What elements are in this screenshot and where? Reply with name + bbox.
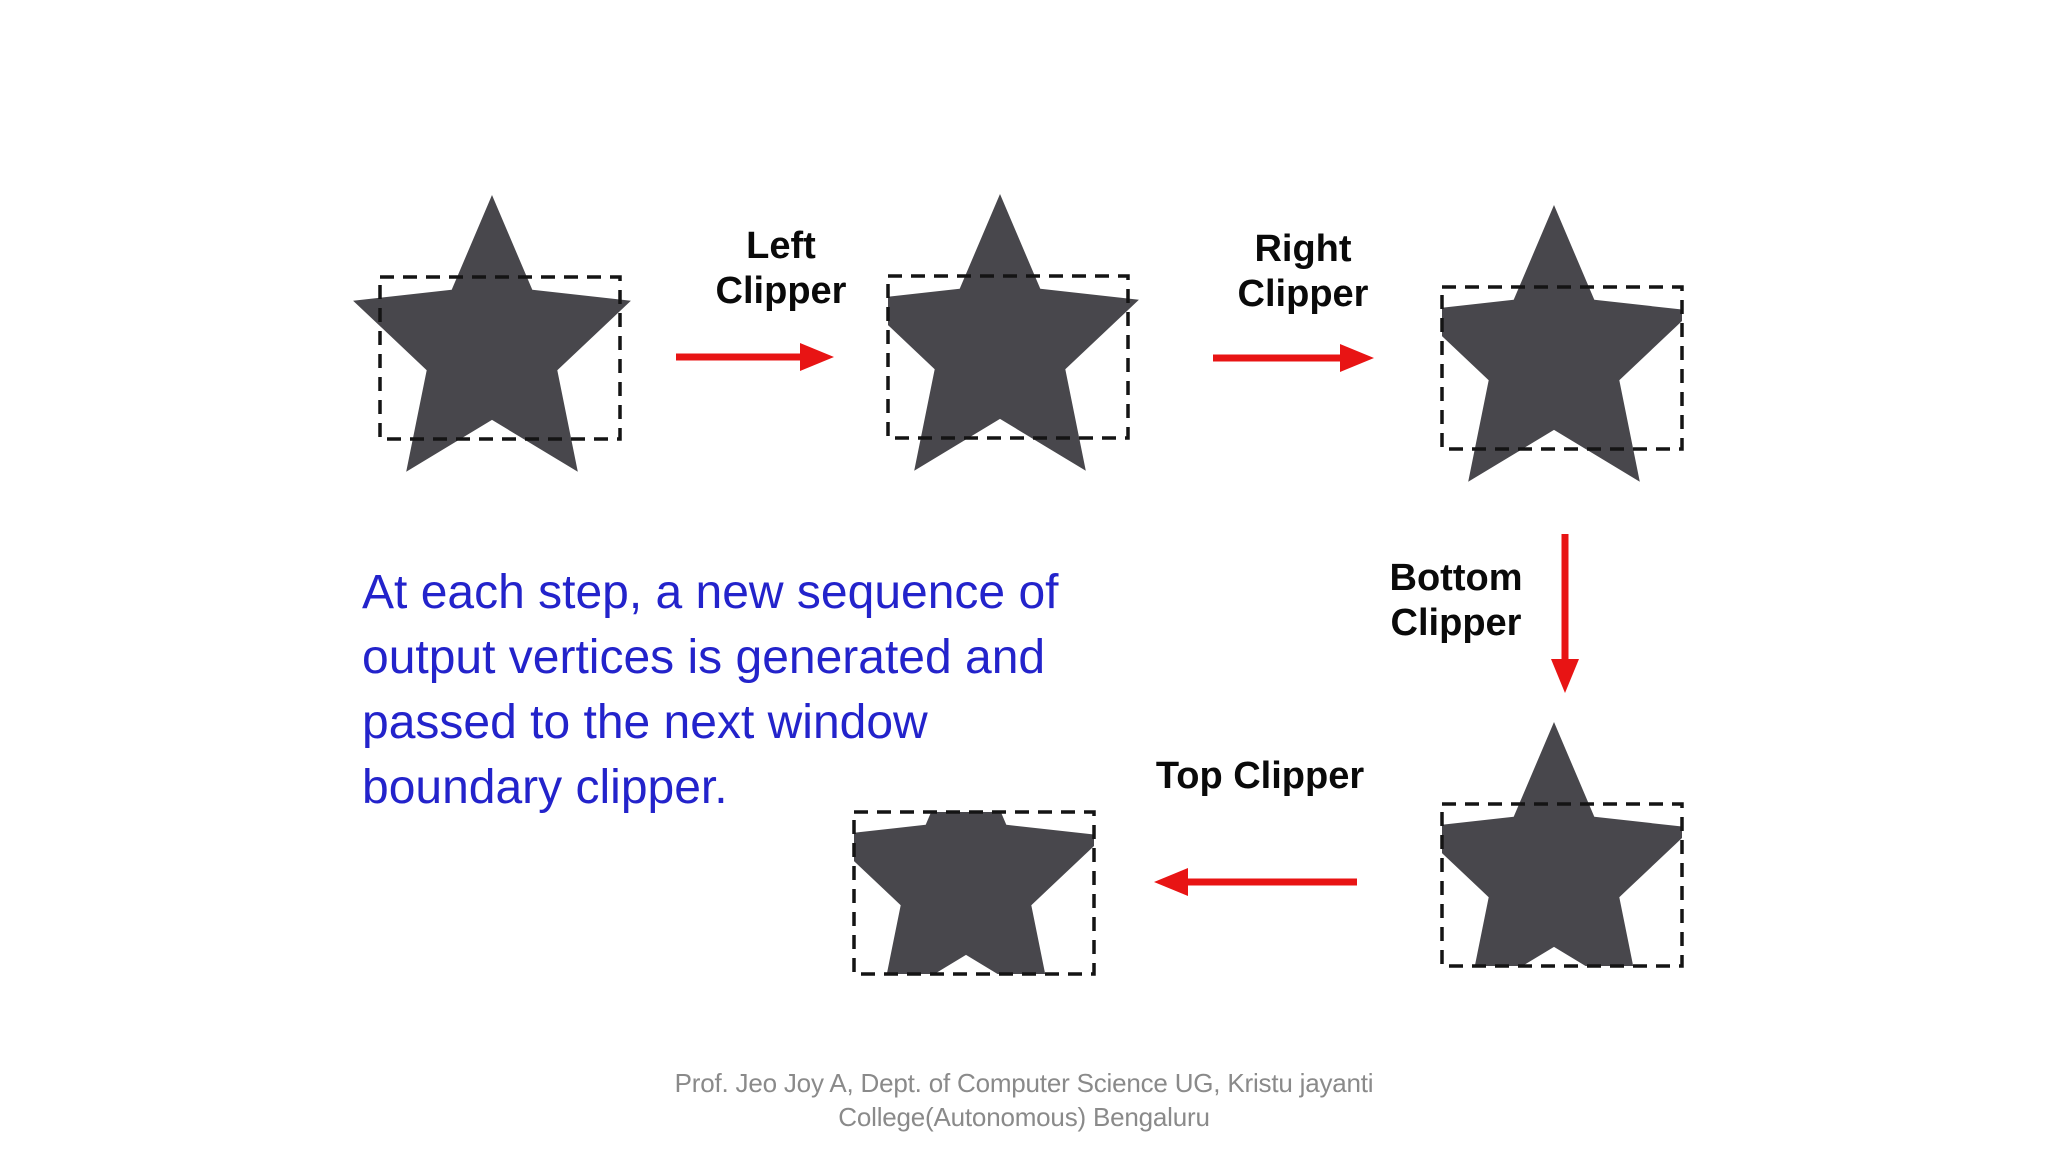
- left-clipper-label-line-1: Left: [746, 225, 816, 267]
- right-clipper-label-line-2: Clipper: [1237, 273, 1369, 315]
- footer-line-1: Prof. Jeo Joy A, Dept. of Computer Scien…: [674, 1068, 1374, 1098]
- right-clipper-arrow: [1213, 344, 1374, 372]
- star-polygon: [1442, 205, 1682, 482]
- clip-stage-after-left-clip: [886, 194, 1139, 471]
- bottom-clipper-arrow: [1551, 534, 1579, 693]
- clip-window-rect: [378, 275, 622, 441]
- caption-line-2: output vertices is generated and: [362, 631, 1046, 684]
- clip-window-rect: [852, 810, 1096, 976]
- star-polygon: [353, 195, 631, 472]
- top-clipper-label: Top Clipper: [1156, 754, 1364, 799]
- clip-stage-after-bottom-clip: [1440, 722, 1684, 968]
- right-clipper-label-line-1: Right: [1254, 228, 1352, 270]
- caption-line-3: passed to the next window: [362, 696, 928, 749]
- left-clipper-arrow: [676, 343, 834, 371]
- footer-line-2: College(Autonomous) Bengaluru: [838, 1102, 1210, 1132]
- caption-line-4: boundary clipper.: [362, 761, 728, 814]
- left-clipper-label-line-2: Clipper: [715, 270, 847, 312]
- clip-stage-original-polygon: [353, 195, 631, 472]
- top-clipper-label-line-1: Top Clipper: [1155, 755, 1365, 797]
- clip-stage-after-right-clip: [1440, 205, 1684, 482]
- clip-window-rect: [886, 274, 1130, 440]
- top-clipper-arrow: [1154, 868, 1357, 896]
- caption-text: At each step, a new sequence of output ve…: [362, 560, 1142, 820]
- clip-window-rect: [1440, 285, 1684, 451]
- caption-line-1: At each step, a new sequence of: [362, 566, 1059, 619]
- bottom-clipper-label-line-1: Bottom: [1389, 557, 1523, 599]
- star-polygon: [888, 194, 1139, 471]
- clip-window-rect: [1440, 802, 1684, 968]
- footer-credit: Prof. Jeo Joy A, Dept. of Computer Scien…: [0, 1066, 2048, 1134]
- bottom-clipper-label-line-2: Clipper: [1390, 602, 1522, 644]
- star-polygon: [1442, 722, 1682, 966]
